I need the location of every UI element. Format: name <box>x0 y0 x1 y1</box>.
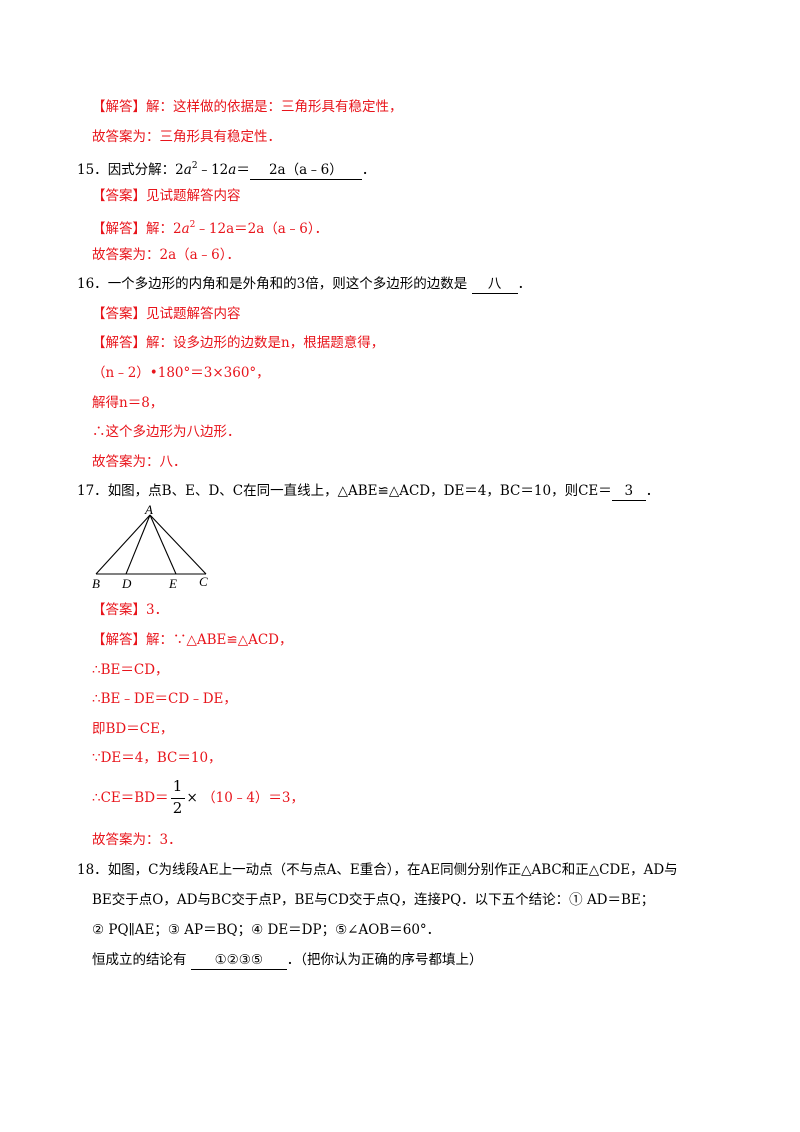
q16-question: 16．一个多边形的内角和是外角和的3倍，则这个多边形的边数是 八． <box>77 274 531 294</box>
q17-number: 17． <box>77 483 108 499</box>
q17-solution-5: ∵DE＝4，BC＝10， <box>92 750 222 766</box>
q15-solution: 【解答】解：2a2﹣12a＝2a（a﹣6）． <box>92 215 328 239</box>
q16-solution-3: 解得n＝8， <box>92 395 164 411</box>
q15-number: 15． <box>77 162 108 178</box>
q16-solution-4: ∴这个多边形为八边形． <box>92 424 241 440</box>
q18-question-line1: 18．如图，C为线段AE上一动点（不与点A、E重合），在AE同侧分别作正△ABC… <box>77 860 678 880</box>
q16-solution-1: 【解答】解：设多边形的边数是n，根据题意得， <box>92 335 385 351</box>
q15-var: a <box>183 162 192 178</box>
q18-text-4-end: ．（把你认为正确的序号都填上） <box>286 952 483 968</box>
q16-final-answer: 故答案为：八． <box>92 454 187 470</box>
q15-answer-blank: 2a（a﹣6） <box>249 162 362 180</box>
q16-text: 一个多边形的内角和是外角和的3倍，则这个多边形的边数是 <box>107 276 468 292</box>
q14-solution: 【解答】解：这样做的依据是：三角形具有稳定性， <box>92 99 403 115</box>
q17-solution-2: ∴BE＝CD， <box>92 662 169 678</box>
times-sign: × <box>186 790 198 806</box>
q17-triangle-figure: A B D E C <box>92 504 208 591</box>
q15-exp: 2 <box>191 161 198 171</box>
q18-answer-blank: ①②③⑤ <box>190 952 287 970</box>
q18-text-4: 恒成立的结论有 <box>92 952 187 968</box>
fraction-denominator: 2 <box>172 798 183 817</box>
q18-question-line2: BE交于点O，AD与BC交于点P，BE与CD交于点Q，连接PQ．以下五个结论：①… <box>92 892 655 908</box>
q15-sol-exp: 2 <box>189 220 196 230</box>
q15-final-answer: 故答案为：2a（a﹣6）． <box>92 247 241 263</box>
q17-answer: 【答案】3． <box>92 602 169 618</box>
q17-text: 如图，点B、E、D、C在同一直线上，△ABE≌△ACD，DE＝4，BC＝10，则… <box>107 483 612 499</box>
q18-number: 18． <box>77 862 108 878</box>
q17-end: ． <box>645 483 660 499</box>
q15-sol-rest: ﹣12a＝2a（a﹣6）． <box>195 221 329 237</box>
q16-solution-2: （n﹣2）•180°＝3×360°， <box>92 365 270 381</box>
q17-sol6-text: ∴CE＝BD＝ <box>92 790 169 806</box>
q15-eq: ＝ <box>236 162 250 178</box>
q16-number: 16． <box>77 276 108 292</box>
q16-answer-blank: 八 <box>471 276 518 294</box>
q17-label-a: A <box>144 504 153 517</box>
q17-final-answer: 故答案为：3． <box>92 832 182 848</box>
q16-answer: 【答案】见试题解答内容 <box>92 306 241 322</box>
q16-end: ． <box>517 276 532 292</box>
q15-answer: 【答案】见试题解答内容 <box>92 188 241 204</box>
q17-label-c: C <box>199 574 208 589</box>
q17-question: 17．如图，点B、E、D、C在同一直线上，△ABE≌△ACD，DE＝4，BC＝1… <box>77 481 659 501</box>
q17-label-d: D <box>121 576 132 591</box>
q15-sol-text: 【解答】解：2 <box>92 221 182 237</box>
q17-label-e: E <box>168 576 177 591</box>
q15-var2: a <box>228 162 237 178</box>
q18-question-line4: 恒成立的结论有 ①②③⑤．（把你认为正确的序号都填上） <box>92 950 483 970</box>
q15-text: 因式分解：2 <box>107 162 184 178</box>
fraction-numerator: 1 <box>172 776 183 795</box>
q17-solution-4: 即BD＝CE， <box>92 721 174 737</box>
q17-answer-blank: 3 <box>611 483 646 501</box>
q15-text-mid: ﹣12 <box>197 162 229 178</box>
q14-final-answer: 故答案为：三角形具有稳定性． <box>92 129 281 145</box>
q18-question-line3: ② PQ∥AE；③ AP＝BQ；④ DE＝DP；⑤∠AOB＝60°． <box>92 922 441 938</box>
q15-end: ． <box>361 162 376 178</box>
fraction-bar <box>170 797 185 799</box>
q17-label-b: B <box>92 576 100 591</box>
q18-text-1: 如图，C为线段AE上一动点（不与点A、E重合），在AE同侧分别作正△ABC和正△… <box>107 862 678 878</box>
q17-sol6-rest: （10﹣4）＝3， <box>202 790 304 806</box>
q17-solution-3: ∴BE﹣DE＝CD﹣DE， <box>92 691 237 707</box>
q15-question: 15．因式分解：2a2﹣12a＝2a（a﹣6）． <box>77 156 375 180</box>
q17-solution-1: 【解答】解：∵△ABE≌△ACD， <box>92 632 293 648</box>
q15-sol-var: a <box>181 221 190 237</box>
